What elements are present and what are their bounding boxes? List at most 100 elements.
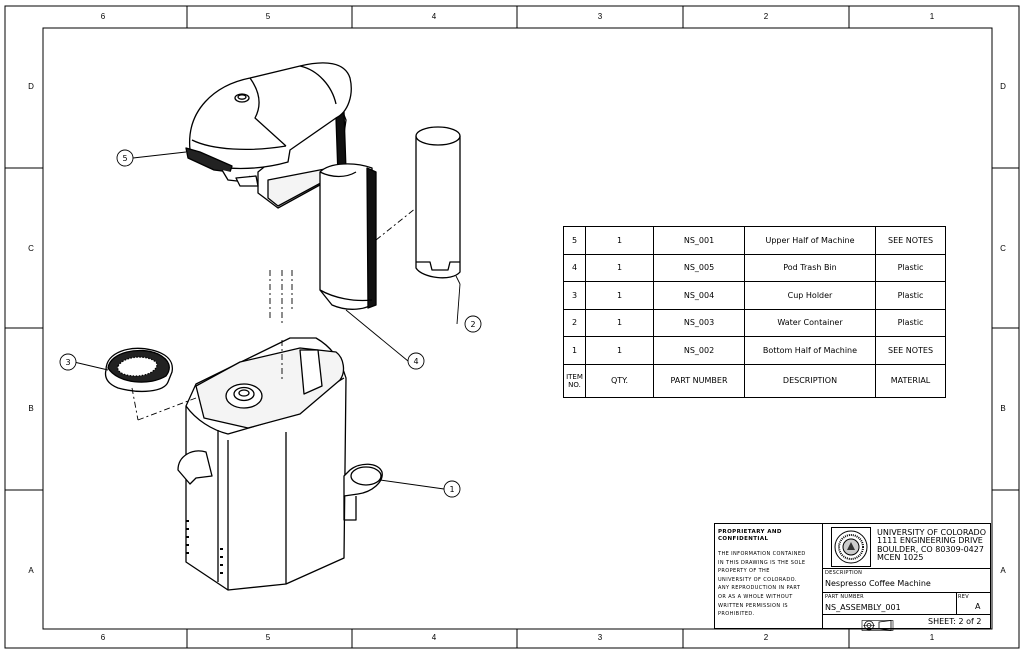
zone-col-5-bottom: 5 [265, 633, 271, 642]
bom-desc: Cup Holder [744, 281, 876, 310]
description-label: DESCRIPTION [825, 570, 863, 576]
proprietary-title: PROPRIETARY AND CONFIDENTIAL [718, 529, 819, 543]
bom-part: NS_003 [653, 308, 745, 337]
proprietary-title-line: PROPRIETARY AND [718, 529, 782, 535]
bom-material: Plastic [875, 281, 946, 310]
proprietary-title-line: CONFIDENTIAL [718, 536, 769, 542]
balloons [59, 149, 482, 498]
rev-label: REV [958, 594, 969, 600]
proprietary-text-line: UNIVERSITY OF COLORADO. [718, 576, 797, 583]
bom-row: 5 1 NS_001 Upper Half of Machine SEE NOT… [563, 226, 946, 255]
bom-header-qty: QTY. [585, 363, 654, 398]
bom-row: 3 1 NS_004 Cup Holder Plastic [563, 281, 946, 310]
zone-col-2-bottom: 2 [763, 633, 769, 642]
zone-col-3-top: 3 [597, 12, 603, 21]
bom-qty: 1 [585, 281, 654, 310]
bom-header-row: ITEM NO. QTY. PART NUMBER DESCRIPTION MA… [563, 363, 946, 398]
zone-row-a-right: A [1000, 566, 1006, 575]
proprietary-text: THE INFORMATION CONTAINED IN THIS DRAWIN… [718, 550, 819, 619]
upper-half-part [185, 62, 352, 209]
bom-item: 5 [563, 226, 586, 255]
bom-item: 1 [563, 336, 586, 365]
sheet-number: SHEET: 2 of 2 [928, 617, 982, 626]
proprietary-text-line: OR AS A WHOLE WITHOUT [718, 593, 793, 600]
tb-divider [956, 592, 957, 614]
zone-col-4-bottom: 4 [431, 633, 437, 642]
zone-row-d-right: D [1000, 82, 1006, 91]
bom-item: 2 [563, 308, 586, 337]
proprietary-text-line: THE INFORMATION CONTAINED [718, 551, 806, 557]
university-seal-icon [831, 527, 871, 567]
zone-dividers [5, 6, 1019, 648]
bom-material: Plastic [875, 308, 946, 337]
university-line: BOULDER, CO 80309-0427 [877, 544, 984, 554]
proprietary-text-line: ANY REPRODUCTION IN PART [718, 585, 801, 592]
balloon-5 [116, 149, 134, 167]
description-value: Nespresso Coffee Machine [825, 579, 931, 588]
zone-col-1-bottom: 1 [929, 633, 935, 642]
water-container-part [415, 126, 461, 279]
bottom-half-part [177, 337, 383, 591]
bom-material: Plastic [875, 253, 946, 282]
proprietary-text-line: WRITTEN PERMISSION IS [718, 602, 788, 609]
bom-desc: Pod Trash Bin [744, 253, 876, 282]
zone-col-1-top: 1 [929, 12, 935, 21]
zone-row-b-left: B [28, 404, 34, 413]
zone-row-c-right: C [1000, 244, 1006, 253]
bom-item: 4 [563, 253, 586, 282]
bom-desc: Bottom Half of Machine [744, 336, 876, 365]
zone-row-b-right: B [1000, 404, 1006, 413]
title-block: PROPRIETARY AND CONFIDENTIAL THE INFORMA… [714, 523, 991, 631]
bom-qty: 1 [585, 336, 654, 365]
zone-col-3-bottom: 3 [597, 633, 603, 642]
bom-desc: Upper Half of Machine [744, 226, 876, 255]
bom-header-desc: DESCRIPTION [744, 363, 876, 398]
bom-material: SEE NOTES [875, 336, 946, 365]
part-number-value: NS_ASSEMBLY_001 [825, 603, 901, 612]
bom-desc: Water Container [744, 308, 876, 337]
proprietary-text-line: PROHIBITED. [718, 611, 755, 618]
bom-item: 3 [563, 281, 586, 310]
university-address: UNIVERSITY OF COLORADO 1111 ENGINEERING … [877, 528, 986, 563]
proprietary-notice: PROPRIETARY AND CONFIDENTIAL THE INFORMA… [715, 524, 823, 628]
bom-part: NS_001 [653, 226, 745, 255]
bom-row: 1 1 NS_002 Bottom Half of Machine SEE NO… [563, 336, 946, 365]
balloon-2-label: 2 [470, 320, 475, 329]
tb-divider [823, 592, 990, 593]
zone-col-6-top: 6 [100, 12, 106, 21]
bom-header-part: PART NUMBER [653, 363, 745, 398]
rev-value: A [975, 602, 981, 611]
bom-qty: 1 [585, 226, 654, 255]
tb-divider [823, 568, 990, 569]
bill-of-materials: 5 1 NS_001 Upper Half of Machine SEE NOT… [563, 226, 946, 398]
balloon-2 [464, 315, 482, 333]
proprietary-text-line: IN THIS DRAWING IS THE SOLE [718, 559, 806, 566]
projection-symbol-icon [861, 616, 895, 631]
university-line: MCEN 1025 [877, 553, 924, 563]
balloon-5-label: 5 [122, 154, 127, 163]
bom-row: 2 1 NS_003 Water Container Plastic [563, 308, 946, 337]
outer-border [4, 5, 1020, 649]
cup-holder-part [104, 347, 174, 393]
bom-part: NS_004 [653, 281, 745, 310]
bom-part: NS_005 [653, 253, 745, 282]
tb-divider [823, 614, 990, 615]
university-line: UNIVERSITY OF COLORADO [877, 528, 986, 537]
bom-qty: 1 [585, 308, 654, 337]
bom-header-item: ITEM NO. [563, 363, 586, 398]
zone-col-6-bottom: 6 [100, 633, 106, 642]
bom-qty: 1 [585, 253, 654, 282]
bom-row: 4 1 NS_005 Pod Trash Bin Plastic [563, 253, 946, 282]
zone-row-d-left: D [28, 82, 34, 91]
explode-lines [131, 207, 417, 421]
zone-col-5-top: 5 [265, 12, 271, 21]
proprietary-text-line: PROPERTY OF THE [718, 568, 770, 575]
leader-lines [73, 151, 461, 490]
pod-trash-bin-part [319, 163, 377, 310]
zone-row-a-left: A [28, 566, 34, 575]
balloon-3 [59, 353, 77, 371]
part-number-label: PART NUMBER [825, 594, 864, 600]
zone-col-4-top: 4 [431, 12, 437, 21]
balloon-1 [443, 480, 461, 498]
